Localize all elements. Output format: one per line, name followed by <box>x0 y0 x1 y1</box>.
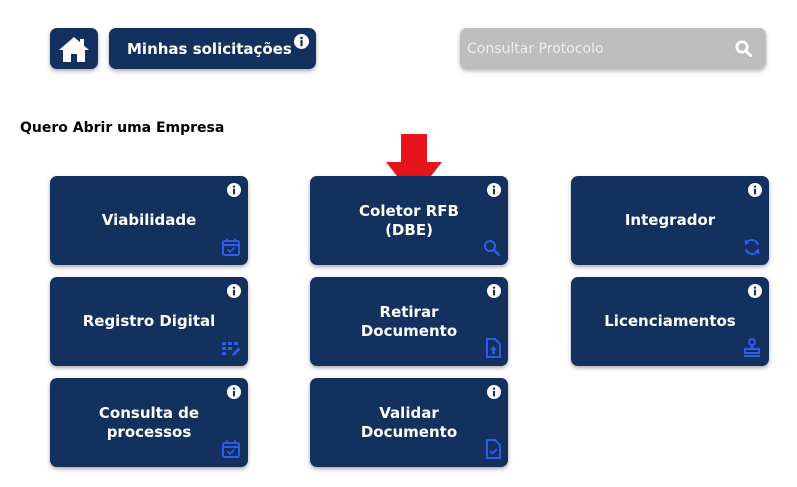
my-requests-button[interactable]: Minhas solicitações <box>109 28 316 69</box>
search-icon <box>484 240 501 257</box>
card-viabilidade[interactable]: Viabilidade <box>50 176 248 265</box>
home-button[interactable] <box>50 28 98 69</box>
card-integrador[interactable]: Integrador <box>571 176 769 265</box>
card-label: Registro Digital <box>82 312 216 330</box>
info-icon[interactable] <box>748 183 762 197</box>
card-coletor-rfb[interactable]: Coletor RFB (DBE) <box>310 176 508 265</box>
file-check-icon <box>486 439 501 459</box>
stamp-icon <box>744 338 760 357</box>
home-icon <box>59 36 89 62</box>
card-label: Validar Documento <box>360 403 458 441</box>
info-icon[interactable] <box>487 284 501 298</box>
info-icon[interactable] <box>294 34 309 49</box>
card-label: Viabilidade <box>101 211 197 229</box>
card-registro-digital[interactable]: Registro Digital <box>50 277 248 366</box>
card-label: Integrador <box>624 211 716 229</box>
info-icon[interactable] <box>227 183 241 197</box>
card-licenciamentos[interactable]: Licenciamentos <box>571 277 769 366</box>
info-icon[interactable] <box>487 385 501 399</box>
card-label: Consulta de processos <box>98 403 200 441</box>
info-icon[interactable] <box>487 183 501 197</box>
grid-edit-icon <box>222 342 241 356</box>
calendar-check-icon <box>222 440 240 458</box>
card-consulta-processos[interactable]: Consulta de processos <box>50 378 248 467</box>
file-upload-icon <box>486 338 501 358</box>
my-requests-label: Minhas solicitações <box>127 39 292 58</box>
protocol-search-input[interactable] <box>460 28 766 69</box>
info-icon[interactable] <box>227 284 241 298</box>
info-icon[interactable] <box>227 385 241 399</box>
info-icon[interactable] <box>748 284 762 298</box>
card-label: Coletor RFB (DBE) <box>359 201 459 239</box>
card-retirar-documento[interactable]: Retirar Documento <box>310 277 508 366</box>
card-label: Retirar Documento <box>360 302 458 340</box>
red-arrow-icon <box>386 134 442 198</box>
card-validar-documento[interactable]: Validar Documento <box>310 378 508 467</box>
section-title: Quero Abrir uma Empresa <box>20 120 225 136</box>
sync-icon <box>744 238 760 256</box>
protocol-search <box>460 28 766 69</box>
card-label: Licenciamentos <box>604 312 736 330</box>
search-icon[interactable] <box>735 40 752 57</box>
calendar-check-icon <box>222 238 240 256</box>
